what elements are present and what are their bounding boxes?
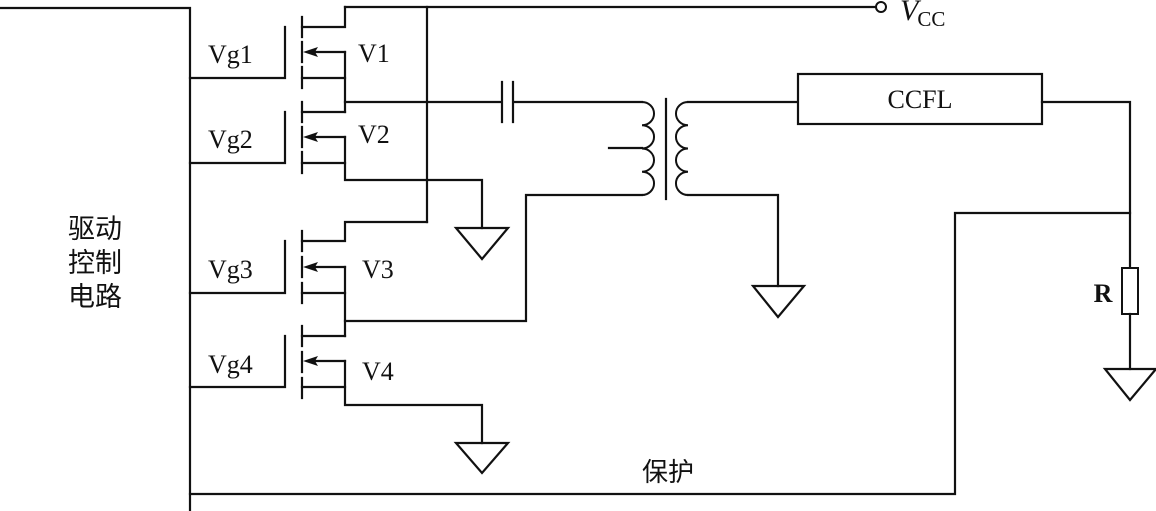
controller-outline xyxy=(0,6,192,511)
gate-wires xyxy=(188,25,287,389)
transistor-label-v3: V3 xyxy=(362,255,394,284)
sense-resistor: R xyxy=(1094,267,1139,315)
resistor-label: R xyxy=(1094,279,1113,308)
ccfl-label: CCFL xyxy=(887,85,952,114)
secondary-ground-wire xyxy=(686,193,780,288)
mosfet-v3 xyxy=(300,220,429,338)
gate-label-vg1: Vg1 xyxy=(208,40,253,69)
mosfet-v4 xyxy=(300,324,484,445)
gate-label-vg2: Vg2 xyxy=(208,125,253,154)
mosfet-v4-arrow-icon xyxy=(303,356,318,366)
capacitor-plates-icon xyxy=(500,80,515,124)
controller-label-line-1: 驱动 xyxy=(68,214,122,245)
vcc-label: VCC xyxy=(900,0,945,31)
transistor-label-v1: V1 xyxy=(358,39,390,68)
resistor-body-icon xyxy=(1121,267,1139,315)
gate-wire-3 xyxy=(188,239,287,295)
lamp-return-wire xyxy=(1040,100,1132,270)
ccfl-lamp: CCFL xyxy=(796,72,1044,126)
mosfet-v3-arrow-icon xyxy=(303,262,318,272)
capacitor xyxy=(500,80,515,124)
drive-control-block: 驱动 控制 电路 xyxy=(0,6,192,511)
bridge-b-wire xyxy=(343,193,644,323)
primary-winding-icon xyxy=(641,101,656,196)
gate-wire-1 xyxy=(188,25,287,80)
transformer xyxy=(607,97,689,201)
vcc-terminal-icon xyxy=(875,1,887,13)
vcc-label-main: V xyxy=(900,0,922,27)
gate-wire-4 xyxy=(188,334,287,389)
controller-label-line-2: 控制 xyxy=(68,248,122,279)
mosfet-v3-drain xyxy=(300,220,429,243)
gate-label-vg4: Vg4 xyxy=(208,350,253,379)
transistor-label-v4: V4 xyxy=(362,357,394,386)
gate-label-vg3: Vg3 xyxy=(208,255,253,284)
transistor-label-v2: V2 xyxy=(358,120,390,149)
ground-icon xyxy=(750,284,807,319)
protection-label: 保护 xyxy=(642,458,694,488)
mosfet-v2-arrow-icon xyxy=(303,132,318,142)
ground-icon xyxy=(1102,367,1156,402)
ground-icon xyxy=(453,441,511,475)
mosfet-v1 xyxy=(300,5,347,114)
mosfet-v2 xyxy=(300,100,484,230)
ground-icon xyxy=(453,226,511,261)
mosfet-v2-ground-wire xyxy=(343,135,484,230)
controller-label-line-3: 电路 xyxy=(68,282,122,313)
protection-feedback-wire xyxy=(188,211,1132,496)
gate-wire-2 xyxy=(188,110,287,165)
mosfet-v1-drain xyxy=(300,5,347,29)
mosfet-v1-arrow-icon xyxy=(303,47,318,57)
mosfet-v4-ground-wire xyxy=(343,359,484,445)
vcc-label-sub: CC xyxy=(917,7,945,31)
ccfl-box xyxy=(796,72,1044,126)
vcc-rail: VCC xyxy=(343,0,945,224)
secondary-winding-icon xyxy=(674,101,689,196)
